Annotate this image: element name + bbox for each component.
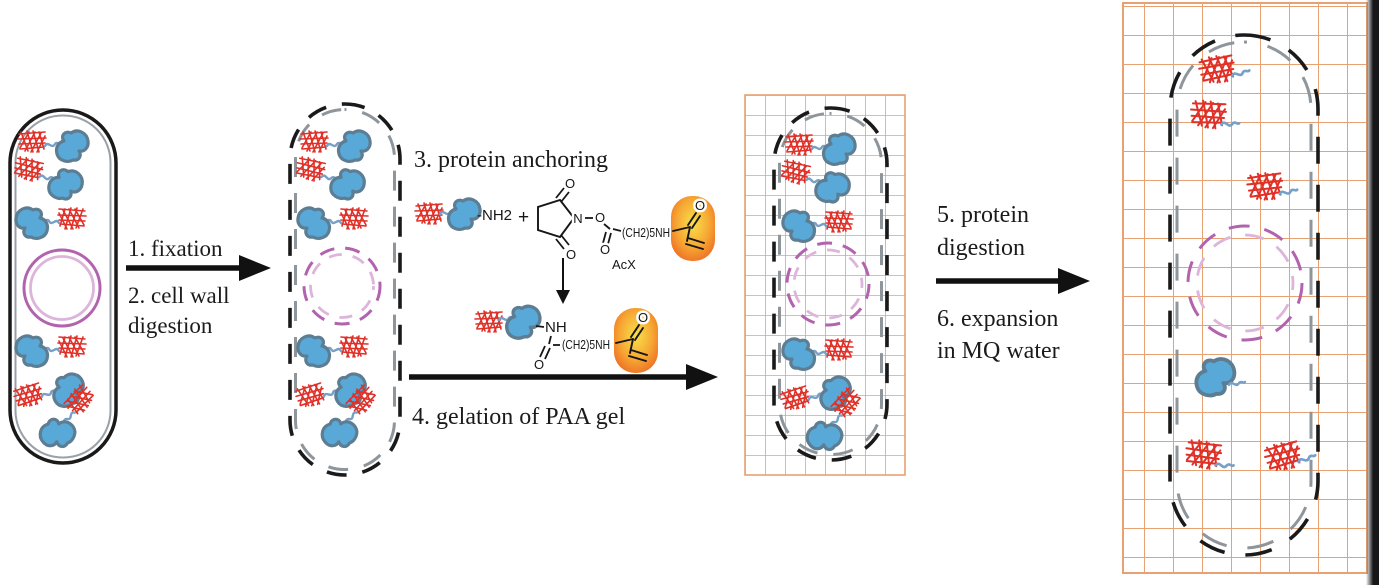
step6-label-line2: in MQ water — [937, 338, 1060, 364]
cell-wall-dashed-black — [288, 102, 402, 477]
step6-label-line1: 6. expansion — [937, 306, 1058, 332]
oxygen-atom-label: O — [600, 242, 610, 257]
carbonyl-double-bond — [555, 234, 570, 250]
hydrogel-grid-large — [1122, 2, 1368, 574]
nucleoid-dashed-outer — [302, 246, 382, 326]
cell-wall-dashed-black — [772, 106, 889, 462]
oxygen-atom-label: O — [534, 357, 544, 372]
nitrogen-atom-label: N — [573, 211, 582, 226]
arrow-gelation — [409, 364, 718, 390]
acx-nhs-ester-structure: O O N O O (CH2)5NH AcX — [537, 174, 715, 272]
carbonyl-double-bond — [555, 187, 570, 203]
cell-membrane-dashed-gray — [778, 112, 883, 456]
oxygen-atom-label: O — [566, 247, 576, 262]
acrylamide-group-icon — [671, 196, 715, 261]
nucleoid-dashed-inner — [1195, 233, 1295, 333]
nucleoid-dashed-outer — [785, 241, 871, 327]
step2-label-line2: digestion — [128, 313, 213, 338]
step3-label: 3. protein anchoring — [414, 147, 608, 173]
fluorescent-label-icon — [474, 310, 504, 333]
succinimide-ring — [537, 198, 576, 239]
acx-label: AcX — [612, 257, 636, 272]
cell-intact — [8, 108, 118, 465]
ester-bond — [603, 223, 611, 230]
protein-amine-reactant: -NH2 — [414, 197, 512, 231]
cell-wall-outline — [8, 108, 118, 465]
cell-membrane-dashed-gray — [294, 108, 396, 471]
amide-nh-label: NH — [545, 319, 567, 336]
cell-expanded — [1122, 2, 1368, 574]
arrow-fixation-digestion — [126, 255, 271, 281]
anchored-protein-product: NH O (CH2)5NH — [474, 304, 658, 373]
cell-digested — [288, 102, 402, 477]
protein-blob-icon — [505, 304, 542, 340]
nucleoid-dashed-outer — [1186, 224, 1304, 342]
nucleoid-dashed-inner — [309, 253, 375, 319]
fluorescent-label-icon — [414, 202, 444, 225]
oxygen-atom-label: O — [565, 176, 575, 191]
arrow-head-icon — [239, 255, 271, 281]
plus-sign: + — [518, 207, 529, 228]
chain-bond — [548, 335, 552, 345]
step4-label: 4. gelation of PAA gel — [412, 404, 625, 430]
nucleoid-circle-inner — [29, 255, 95, 321]
arrow-head-icon — [1058, 268, 1090, 294]
arrow-head-icon — [686, 364, 718, 390]
cell-membrane-outline — [14, 114, 112, 459]
oxygen-atom-label: O — [595, 210, 605, 225]
linker-chain-label: (CH2)5NH — [622, 226, 670, 240]
arrow-head-icon — [556, 290, 570, 304]
step5-label-line1: 5. protein — [937, 202, 1029, 228]
acrylamide-group-icon — [614, 308, 658, 373]
arrow-digestion-expansion — [936, 268, 1090, 294]
cell-digested-in-gel — [772, 106, 889, 462]
carbonyl-double-bond — [602, 231, 612, 245]
step2-label-line1: 2. cell wall — [128, 283, 230, 308]
protein-blob-icon — [446, 197, 482, 231]
cell-gel-embedded — [744, 94, 906, 476]
carbonyl-double-bond — [539, 345, 551, 360]
nucleoid-circle-outer — [22, 248, 102, 328]
chain-bond — [612, 228, 622, 232]
amine-label: -NH2 — [477, 207, 512, 224]
amide-bond — [535, 325, 545, 328]
nucleoid-dashed-inner — [792, 248, 864, 320]
cell-membrane-dashed-gray — [1175, 40, 1313, 550]
linker-chain-label: (CH2)5NH — [562, 338, 610, 352]
cell-wall-dashed-black — [1168, 33, 1320, 557]
step5-label-line2: digestion — [937, 235, 1025, 261]
reaction-arrow-down — [556, 258, 570, 304]
image-edge-shade — [1366, 0, 1379, 585]
step1-label: 1. fixation — [128, 236, 223, 261]
